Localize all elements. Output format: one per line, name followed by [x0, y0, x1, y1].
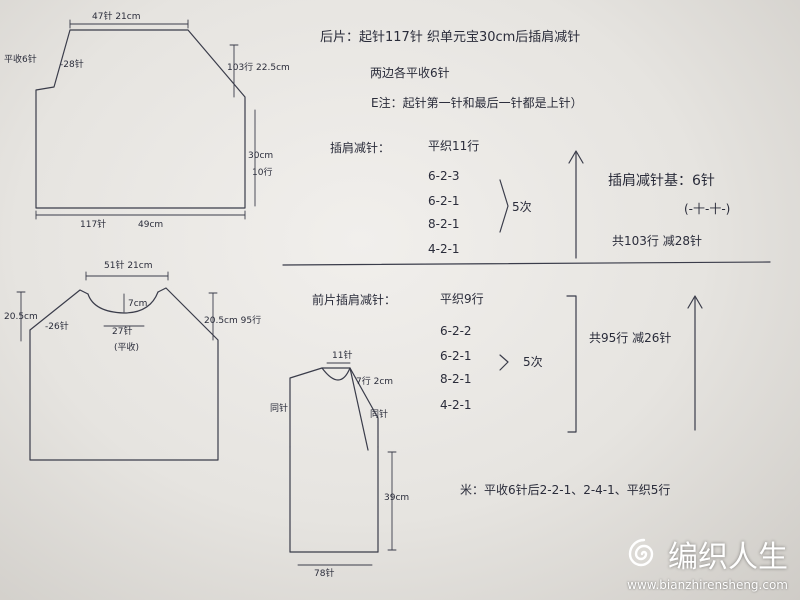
raglan-front-total: 共95行 减26针: [589, 331, 672, 345]
back-times-bracket: [499, 179, 509, 233]
back-decrease: -28针: [60, 60, 84, 70]
raglan-front-flat: 平织9行: [440, 292, 484, 306]
sleeve-height: 39cm: [384, 493, 410, 503]
back-piece-outline: [35, 19, 256, 220]
back-body-height-rows: 10行: [252, 168, 273, 178]
sleeve-neck: 7行 2cm: [356, 377, 394, 387]
raglan-back-row-2: 6-2-1: [428, 194, 460, 208]
sleeve-left-inc: 同针: [270, 404, 289, 414]
raglan-back-total: 共103行 减28针: [612, 234, 702, 248]
raglan-front-title: 前片插肩减针：: [312, 293, 397, 307]
front-neck-bottom: 27针: [112, 327, 133, 337]
watermark-name: 编织人生: [668, 540, 788, 575]
raglan-back-side-pattern: (-十-十-): [684, 202, 731, 216]
back-top-width: 47针 21cm: [92, 12, 141, 22]
front-left-height: 20.5cm: [4, 312, 38, 322]
back-bottom-width: 117针: [80, 220, 107, 230]
front-neck-top: 51针 21cm: [104, 261, 153, 271]
sleeve-top: 11针: [332, 351, 353, 361]
front-decrease: -26针: [45, 322, 69, 332]
front-neck-flat: (平收): [114, 343, 140, 353]
front-times-bracket: [499, 354, 509, 371]
back-side-flat: 平收6针: [4, 55, 37, 65]
back-bottom-cm: 49cm: [138, 220, 164, 230]
divider-line: [282, 261, 771, 266]
raglan-back-side-label: 插肩减针基：6针: [608, 173, 715, 189]
front-neck-depth: 7cm: [128, 299, 148, 309]
front-piece-outline: [16, 271, 219, 461]
front-total-bracket: [566, 295, 577, 433]
watermark-url: www.bianzhirensheng.com: [627, 578, 788, 592]
upward-arrows: [568, 150, 703, 431]
raglan-back-row-3: 8-2-1: [428, 217, 460, 231]
sleeve-outline: [289, 362, 397, 566]
bottom-note: 米：平收6针后2-2-1、2-4-1、平织5行: [460, 483, 671, 497]
raglan-front-times: 5次: [523, 355, 543, 369]
raglan-front-row-1: 6-2-2: [440, 324, 472, 338]
raglan-back-times: 5次: [512, 200, 532, 214]
front-right-height: 20.5cm 95行: [204, 316, 262, 326]
raglan-back-row-1: 6-2-3: [428, 169, 460, 183]
raglan-back-flat: 平织11行: [428, 139, 480, 153]
back-body-height-cm: 30cm: [248, 151, 274, 161]
back-notes-line3: E注：起针第一针和最后一针都是上针）: [371, 96, 583, 110]
sleeve-right-inc: 同针: [370, 410, 389, 420]
raglan-back-title: 插肩减针：: [330, 141, 391, 155]
back-raglan-height: 103行 22.5cm: [227, 63, 290, 73]
raglan-back-row-4: 4-2-1: [428, 242, 460, 256]
raglan-front-row-3: 8-2-1: [440, 372, 472, 386]
watermark: 编织人生 www.bianzhirensheng.com: [626, 532, 788, 592]
raglan-front-row-2: 6-2-1: [440, 349, 472, 363]
back-notes-line1: 后片：起针117针 织单元宝30cm后插肩减针: [320, 30, 581, 45]
raglan-front-row-4: 4-2-1: [440, 398, 472, 412]
spiral-logo-icon: [628, 538, 654, 567]
sleeve-bottom: 78针: [314, 569, 335, 579]
back-notes-line2: 两边各平收6针: [370, 66, 450, 80]
